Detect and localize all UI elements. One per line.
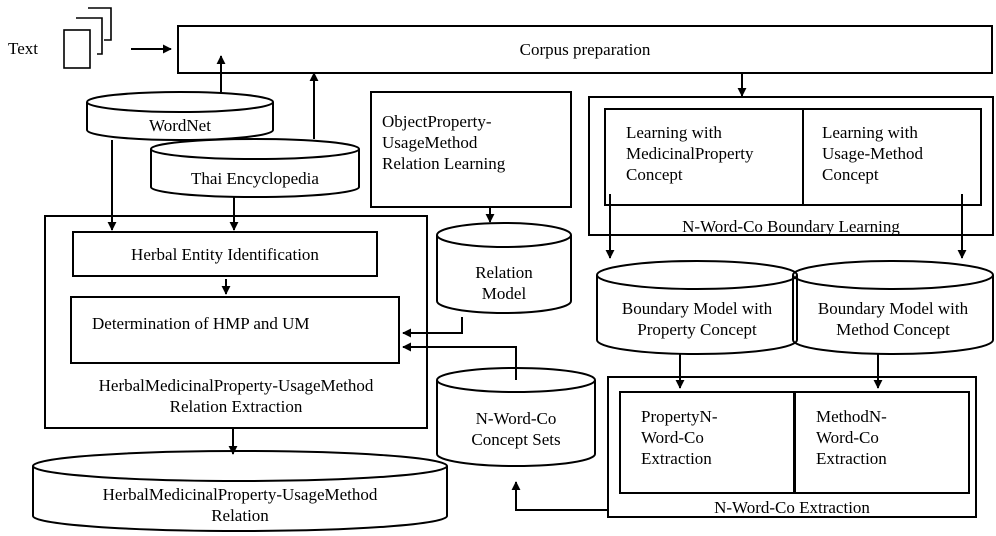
property-extraction-box: PropertyN- Word-Co Extraction [619, 391, 795, 494]
boundary-model-property-database [596, 260, 798, 355]
text-documents-icon [63, 7, 112, 69]
relation-extraction-container: HerbalMedicinalProperty-UsageMethod Rela… [44, 215, 428, 429]
method-concept-learning-label: Learning with Usage-Method Concept [822, 123, 924, 184]
method-extraction-box: MethodN- Word-Co Extraction [794, 391, 970, 494]
output-relation-database [32, 450, 448, 532]
boundary-learning-title: N-Word-Co Boundary Learning [682, 217, 900, 236]
determination-label: Determination of HMP and UM [92, 314, 310, 333]
arrow-extraction-to-concept-sets [511, 481, 607, 511]
text-input-label: Text [8, 39, 38, 58]
relation-extraction-title: HerbalMedicinalProperty-UsageMethod Rela… [98, 376, 374, 416]
boundary-model-property-label: Boundary Model with Property Concept [621, 299, 773, 339]
property-concept-learning-box: Learning with MedicinalProperty Concept [604, 108, 804, 206]
arrow-relation-model-to-determination [402, 317, 463, 338]
corpus-preparation-label: Corpus preparation [519, 40, 651, 59]
wordnet-database [86, 91, 274, 141]
property-concept-learning-label: Learning with MedicinalProperty Concept [626, 123, 754, 184]
object-relation-learning-box: ObjectProperty- UsageMethod Relation Lea… [370, 91, 572, 208]
arrow-concept-sets-to-determination [402, 342, 517, 380]
relation-model-database [436, 222, 572, 314]
corpus-preparation-box: Corpus preparation [177, 25, 993, 74]
boundary-model-method-label: Boundary Model with Method Concept [817, 299, 969, 339]
boundary-learning-container: N-Word-Co Boundary Learning [588, 96, 994, 236]
object-relation-learning-label: ObjectProperty- UsageMethod Relation Lea… [382, 112, 506, 173]
herbal-entity-identification-label: Herbal Entity Identification [131, 245, 319, 264]
word-co-extraction-container: N-Word-Co Extraction [607, 376, 977, 518]
method-concept-learning-box: Learning with Usage-Method Concept [802, 108, 982, 206]
property-extraction-label: PropertyN- Word-Co Extraction [641, 407, 718, 468]
relation-model-label: Relation Model [475, 263, 533, 303]
herbal-entity-identification-box: Herbal Entity Identification [72, 231, 378, 277]
output-relation-label: HerbalMedicinalProperty-UsageMethod Rela… [102, 485, 378, 525]
wordnet-label: WordNet [149, 116, 211, 135]
boundary-model-method-database [792, 260, 994, 355]
word-co-extraction-title: N-Word-Co Extraction [714, 498, 870, 517]
thai-encyclopedia-database [150, 138, 360, 198]
determination-box: Determination of HMP and UM [70, 296, 400, 364]
method-extraction-label: MethodN- Word-Co Extraction [816, 407, 887, 468]
concept-sets-label: N-Word-Co Concept Sets [471, 409, 561, 449]
thai-encyclopedia-label: Thai Encyclopedia [191, 169, 319, 188]
